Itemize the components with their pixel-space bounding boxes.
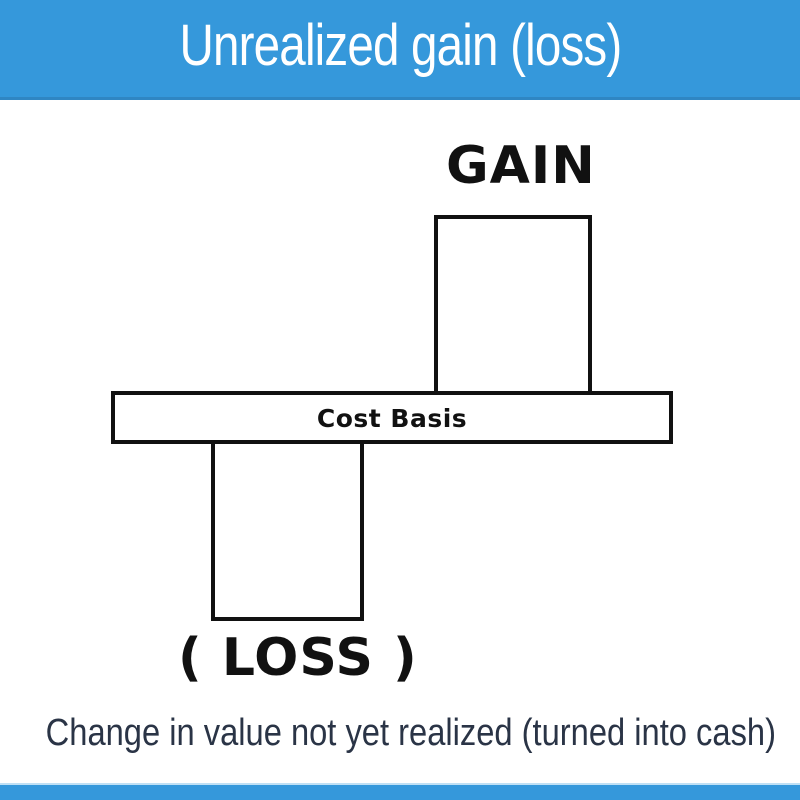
caption: Change in value not yet realized (turned… [45, 712, 776, 754]
footer-banner [0, 783, 800, 800]
cost-basis-bar: Cost Basis [111, 391, 673, 444]
gain-label: GAIN [446, 136, 596, 196]
page-title: Unrealized gain (loss) [179, 13, 622, 78]
loss-label: ( LOSS ) [178, 628, 418, 688]
header-banner: Unrealized gain (loss) [0, 0, 800, 100]
loss-box [211, 439, 364, 621]
gain-box [434, 215, 592, 395]
cost-basis-label: Cost Basis [316, 404, 468, 433]
